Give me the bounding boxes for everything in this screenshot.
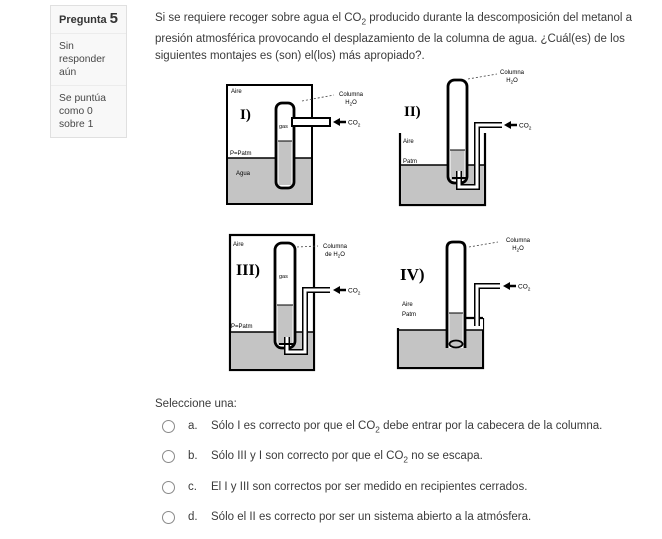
answer-options: a. Sólo I es correcto por que el CO2 deb…	[155, 418, 655, 539]
question-status: Sin responder aún	[51, 33, 126, 85]
column-label-line1: Columna	[506, 238, 531, 244]
co2-arrow-icon	[503, 282, 510, 290]
option-d-radio[interactable]	[162, 510, 175, 524]
option-b-radio[interactable]	[162, 450, 175, 464]
column-label-line1: Columna	[500, 70, 525, 76]
column-label-line2: H2O	[512, 246, 524, 253]
diagram-iii: CO2 Columna de H2O Aire III) gas P=Patm	[228, 233, 361, 372]
question-label: Pregunta	[59, 14, 107, 26]
option-d-letter: d.	[188, 510, 198, 523]
diagram-iv: CO2 Columna H2O IV) Aire Patm	[396, 238, 531, 370]
select-one-prompt: Seleccione una:	[155, 398, 237, 410]
numeral-i: I)	[240, 107, 251, 123]
diagram-iv-figure: CO2 Columna H2O IV) Aire Patm	[396, 238, 531, 370]
question-text: Si se requiere recoger sobre agua el CO2…	[155, 10, 662, 66]
co2-arrow-icon	[333, 286, 340, 294]
air-label: Aire	[403, 139, 414, 145]
agua-label: Agua	[236, 171, 251, 177]
option-a[interactable]: a. Sólo I es correcto por que el CO2 deb…	[155, 418, 655, 438]
pressure-label: Patm	[403, 159, 417, 165]
option-d[interactable]: d. Sólo el II es correcto por ser un sis…	[155, 509, 655, 529]
co2-arrow-icon	[504, 121, 511, 129]
diagram-i-figure: Columna H2O CO2 Aire I) gas P=Patm Agua	[226, 84, 364, 205]
air-label: Aire	[402, 302, 413, 308]
air-label: Aire	[233, 242, 244, 248]
column-pointer-line	[468, 241, 499, 248]
option-b-letter: b.	[188, 450, 198, 463]
question-text-sub: 2	[361, 17, 367, 27]
pressure-label: P=Patm	[230, 151, 252, 157]
column-water-fill	[278, 141, 292, 185]
co2-arrow-icon	[333, 118, 340, 126]
diagram-iii-figure: CO2 Columna de H2O Aire III) gas P=Patm	[228, 233, 361, 372]
co2-label: CO2	[348, 120, 361, 129]
column-open-mouth	[448, 339, 464, 349]
option-c-text: El I y III son correctos por ser medido …	[211, 480, 528, 493]
co2-inlet-tube	[291, 117, 331, 127]
column-label-line1: Columna	[323, 244, 348, 250]
question-number: 5	[109, 10, 118, 27]
column-label-line2: H2O	[345, 100, 357, 107]
column-label-line1: Columna	[339, 92, 364, 98]
question-text-seg2: producido durante la descomposición del …	[155, 12, 633, 63]
column-pointer-line	[296, 245, 319, 248]
co2-label: CO2	[519, 123, 532, 132]
option-c-letter: c.	[188, 480, 197, 493]
numeral-iv: IV)	[400, 265, 425, 284]
column-pointer-line	[301, 94, 335, 102]
gas-label: gas	[279, 124, 288, 130]
co2-inlet-tube-bore	[457, 123, 502, 189]
option-b[interactable]: b. Sólo III y I son correcto por que el …	[155, 448, 655, 468]
air-label: Aire	[231, 89, 242, 95]
co2-inlet-tube-bore	[475, 284, 500, 326]
pressure-label: P=Patm	[231, 324, 253, 330]
water-fill	[399, 330, 482, 367]
option-c[interactable]: c. El I y III son correctos por ser medi…	[155, 479, 655, 499]
option-d-text: Sólo el II es correcto por ser un sistem…	[211, 510, 532, 523]
numeral-iii: III)	[236, 262, 260, 279]
co2-label: CO2	[518, 284, 531, 293]
option-a-radio[interactable]	[162, 420, 175, 433]
option-a-letter: a.	[188, 420, 198, 432]
option-a-text: Sólo I es correcto por que el CO2 debe e…	[211, 420, 603, 435]
co2-inlet-tube-bore	[285, 288, 330, 354]
column-water-fill	[277, 305, 293, 345]
numeral-ii: II)	[404, 104, 421, 120]
diagram-ii-figure: CO2 Columna H2O II) Aire Patm	[398, 70, 532, 207]
column-label-line2: H2O	[506, 78, 518, 85]
column-label-line2: de H2O	[325, 252, 345, 259]
column-water-fill	[449, 313, 463, 346]
option-b-text: Sólo III y I son correcto por que el CO2…	[211, 450, 483, 465]
pressure-label: Patm	[402, 312, 416, 318]
question-info-box: Pregunta 5 Sin responder aún Se puntúa c…	[50, 5, 127, 138]
diagram-i: Columna H2O CO2 Aire I) gas P=Patm Agua	[226, 84, 364, 205]
gas-label: gas	[279, 274, 288, 280]
diagram-ii: CO2 Columna H2O II) Aire Patm	[398, 70, 532, 207]
co2-label: CO2	[348, 288, 361, 297]
column-pointer-line	[467, 73, 498, 80]
question-text-seg1: Si se requiere recoger sobre agua el CO	[155, 12, 362, 24]
question-grade: Se puntúa como 0 sobre 1	[51, 85, 126, 137]
option-c-radio[interactable]	[162, 480, 175, 494]
water-fill	[228, 158, 311, 203]
